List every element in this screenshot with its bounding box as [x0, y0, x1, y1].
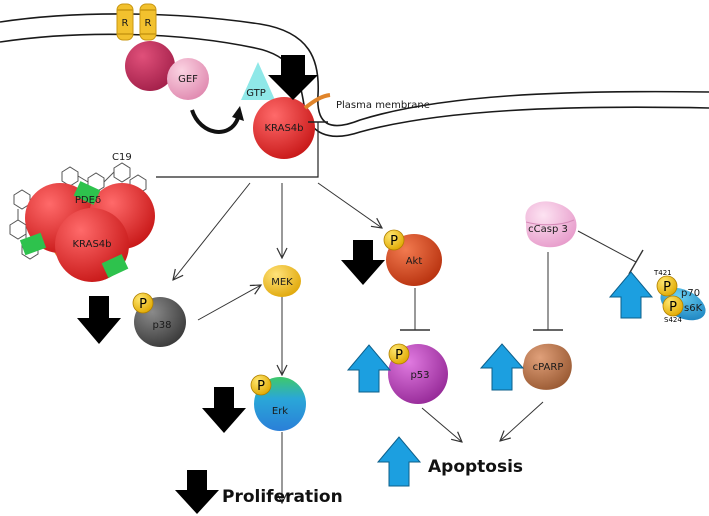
akt-phospho-badge: P [383, 229, 405, 251]
kras-to-p38-arrow [173, 182, 251, 280]
kras-to-akt-arrow [317, 182, 382, 228]
p70s6k-up-arrow [608, 271, 654, 319]
receptor-1-label: R [122, 18, 129, 29]
ccasp3-inhibits-cparp [533, 252, 563, 331]
ccasp3-protein: cCasp 3 [525, 201, 577, 248]
receptor-2: R [139, 3, 157, 41]
site-t421-label: T421 [653, 269, 672, 277]
p38-label: p38 [152, 320, 171, 331]
c19-inhibition-line [156, 121, 328, 178]
gef-exchange-arrow [190, 109, 240, 134]
gef-protein: GEF [167, 58, 209, 100]
gtp-molecule: GTP [241, 62, 275, 100]
p53-to-apoptosis-arrow [421, 407, 462, 442]
p70s6k-label-s6k: s6K [684, 303, 703, 314]
gef-partner-protein [125, 41, 175, 91]
gef-label: GEF [178, 74, 198, 85]
proliferation-down-arrow [175, 470, 219, 514]
ccasp3-inhibits-p70s6k [577, 230, 644, 275]
erk-phospho-label: P [257, 379, 265, 394]
p38-down-arrow [77, 296, 121, 344]
p38-phospho-badge: P [132, 292, 154, 314]
erk-down-arrow [202, 387, 246, 433]
gtp-label: GTP [246, 88, 266, 99]
c19-label: C19 [112, 152, 132, 163]
site-s424-label: S424 [664, 316, 682, 324]
akt-inhibits-p53 [400, 288, 430, 331]
kras-complex-label: KRAS4b [73, 239, 112, 250]
akt-phospho-label: P [390, 234, 398, 249]
ccasp3-label: cCasp 3 [528, 224, 568, 235]
proliferation-label: Proliferation [222, 487, 343, 507]
cparp-protein: cPARP [522, 343, 572, 390]
akt-down-arrow [341, 240, 385, 285]
apoptosis-label: Apoptosis [428, 457, 523, 477]
receptor-1: R [116, 3, 134, 41]
p38-phospho-label: P [139, 297, 147, 312]
plasma-membrane-label: Plasma membrane [336, 100, 430, 111]
pde-delta-label: PDEδ [75, 195, 101, 206]
p53-phospho-label: P [395, 348, 403, 363]
erk-phospho-badge: P [250, 374, 272, 396]
mek-label: MEK [271, 277, 293, 288]
p70-phospho-t421-badge: P T421 [653, 269, 678, 297]
erk-label: Erk [272, 406, 288, 417]
p53-phospho-badge: P [388, 343, 410, 365]
mek-protein: MEK [263, 265, 301, 297]
p53-up-arrow [346, 344, 392, 393]
p70-phospho-t421-label: P [663, 280, 671, 295]
p70s6k-label-p70: p70 [681, 288, 700, 299]
p53-label: p53 [410, 370, 429, 381]
receptor-2-label: R [145, 18, 152, 29]
plasma-membrane: Plasma membrane [0, 13, 709, 138]
kras-membrane-down-arrow [268, 55, 318, 100]
akt-label: Akt [406, 256, 423, 267]
pde-delta-block-3 [101, 254, 129, 278]
cparp-label: cPARP [533, 362, 564, 373]
kras-pde-complex: PDEδ KRAS4b [19, 181, 155, 282]
gef-exchange-arrowhead [232, 106, 244, 121]
cparp-to-apoptosis-arrow [500, 401, 544, 441]
pde-delta-block-2 [19, 232, 47, 256]
kras4b-membrane-label: KRAS4b [265, 123, 304, 134]
kras4b-membrane: KRAS4b [253, 93, 331, 159]
cparp-up-arrow [479, 343, 525, 391]
pde-delta-block-1 [73, 181, 101, 205]
p70-phospho-s424-badge: P S424 [662, 295, 684, 324]
apoptosis-up-arrow [376, 436, 422, 487]
p38-to-mek-arrow [197, 285, 261, 321]
p70-phospho-s424-label: P [669, 300, 677, 315]
